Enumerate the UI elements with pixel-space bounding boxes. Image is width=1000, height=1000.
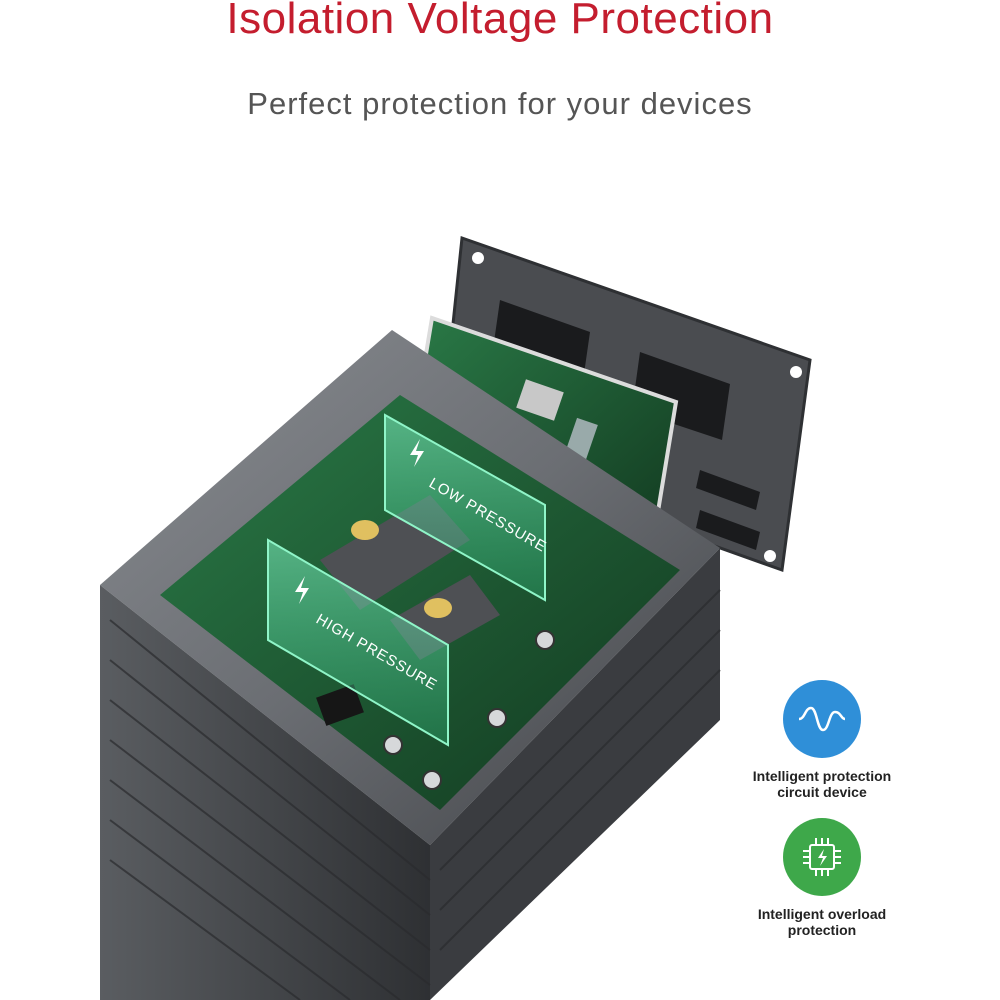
- feature-caption-line2: circuit device: [777, 784, 867, 800]
- feature-caption-line1: Intelligent protection: [752, 768, 892, 784]
- feature-protection-circuit: Intelligent protection circuit device: [722, 680, 922, 800]
- wave-icon: [783, 680, 861, 758]
- feature-caption-line2: protection: [787, 922, 857, 938]
- page-subtitle: Perfect protection for your devices: [247, 86, 753, 121]
- feature-overload-protection: Intelligent overload protection: [722, 818, 922, 938]
- feature-caption-line1: Intelligent overload: [757, 906, 887, 922]
- page-title: Isolation Voltage Protection: [226, 0, 774, 43]
- chip-icon: [783, 818, 861, 896]
